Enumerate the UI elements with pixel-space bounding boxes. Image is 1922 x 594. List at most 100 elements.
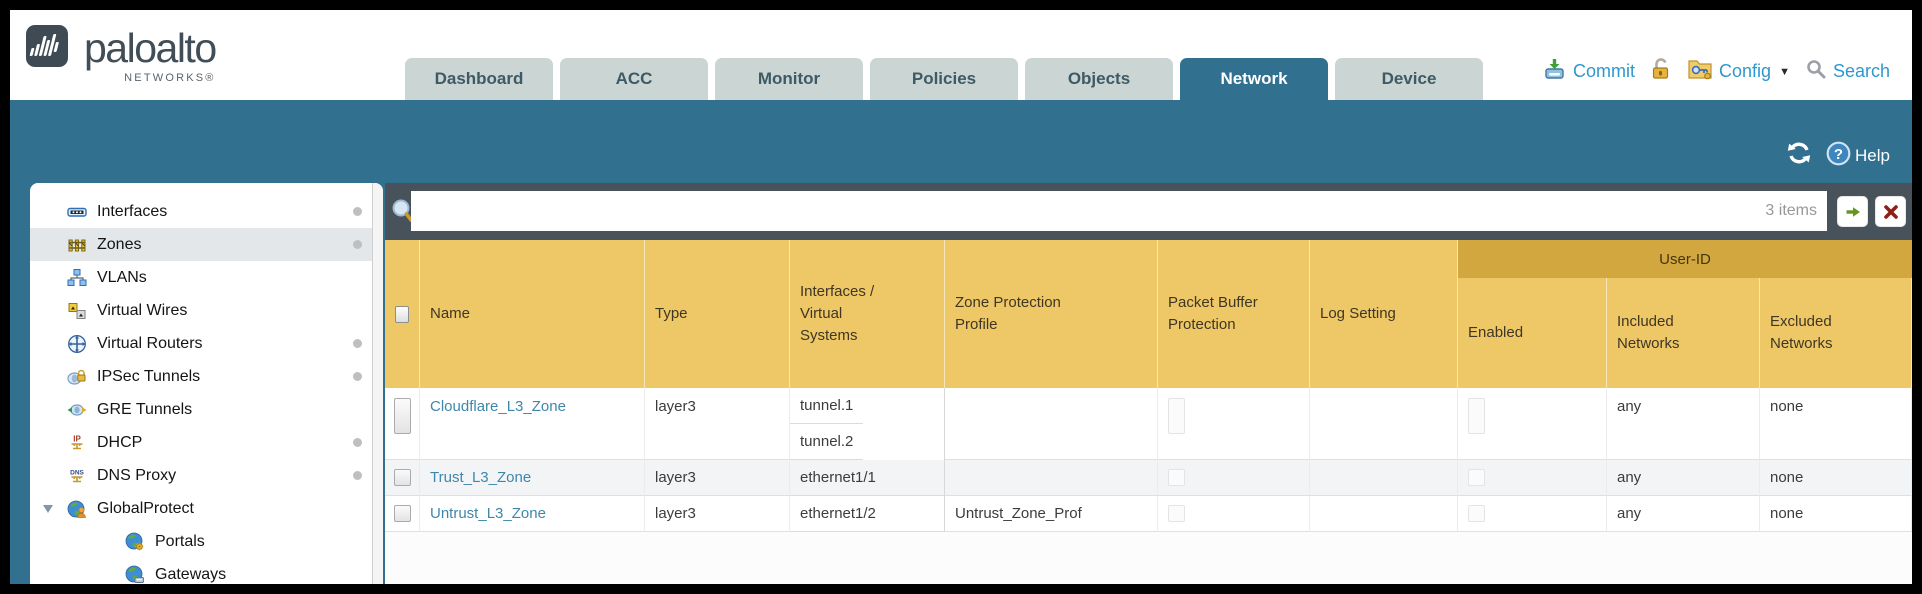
tab-monitor[interactable]: Monitor bbox=[715, 58, 863, 100]
commit-icon bbox=[1543, 57, 1567, 86]
cell-included-networks: any bbox=[1607, 460, 1760, 496]
sidebar-item-virtual-routers[interactable]: Virtual Routers bbox=[30, 327, 383, 360]
config-menu-button[interactable]: Config ▼ bbox=[1687, 57, 1790, 86]
svg-text:IP: IP bbox=[73, 434, 81, 443]
sidebar-item-vlans[interactable]: VLANs bbox=[30, 261, 383, 294]
sidebar-scrollbar[interactable] bbox=[372, 183, 383, 584]
sidebar-item-label: GRE Tunnels bbox=[97, 400, 193, 418]
status-dot bbox=[353, 240, 362, 249]
refresh-button[interactable] bbox=[1786, 140, 1812, 171]
cell-interfaces: ethernet1/1 bbox=[790, 460, 945, 496]
filter-search-icon bbox=[391, 198, 415, 229]
commit-button[interactable]: Commit bbox=[1543, 57, 1635, 86]
sidebar-item-virtual-wires[interactable]: Virtual Wires bbox=[30, 294, 383, 327]
sidebar-item-dhcp[interactable]: IP DHCP bbox=[30, 426, 383, 459]
zone-name-link[interactable]: Cloudflare_L3_Zone bbox=[430, 397, 566, 415]
table-row: Cloudflare_L3_Zone layer3 tunnel.1 tunne… bbox=[385, 388, 1912, 460]
tab-acc[interactable]: ACC bbox=[560, 58, 708, 100]
col-header-enabled[interactable]: Enabled bbox=[1458, 278, 1607, 388]
tab-dashboard[interactable]: Dashboard bbox=[405, 58, 553, 100]
col-header-packet-buffer[interactable]: Packet Buffer Protection bbox=[1158, 240, 1310, 388]
sidebar-item-gateways[interactable]: Gateways bbox=[30, 558, 383, 584]
cell-zone-protection bbox=[945, 460, 1158, 496]
sidebar-item-label: VLANs bbox=[97, 268, 147, 286]
sidebar-item-interfaces[interactable]: Interfaces bbox=[30, 195, 383, 228]
col-header-excluded-networks[interactable]: Excluded Networks bbox=[1760, 278, 1912, 388]
row-select-cell bbox=[385, 460, 420, 496]
col-header-included-networks[interactable]: Included Networks bbox=[1607, 278, 1760, 388]
row-checkbox[interactable] bbox=[393, 398, 411, 434]
ipsec-tunnels-icon bbox=[66, 367, 88, 387]
cell-type: layer3 bbox=[645, 388, 790, 460]
col-header-zone-protection[interactable]: Zone Protection Profile bbox=[945, 240, 1158, 388]
row-checkbox[interactable] bbox=[393, 505, 411, 522]
cell-excluded-networks: none bbox=[1760, 460, 1912, 496]
main-nav-tabs: Dashboard ACC Monitor Policies Objects N… bbox=[405, 58, 1483, 100]
status-dot bbox=[353, 339, 362, 348]
cell-included-networks: any bbox=[1607, 388, 1760, 460]
apply-filter-button[interactable] bbox=[1837, 196, 1868, 227]
svg-text:DNS: DNS bbox=[70, 469, 84, 476]
gre-tunnels-icon bbox=[66, 400, 88, 420]
zones-table-header: Name Type Interfaces / Virtual Systems Z… bbox=[385, 240, 1912, 388]
global-search-button[interactable]: Search bbox=[1805, 58, 1890, 85]
cell-name: Untrust_L3_Zone bbox=[420, 496, 645, 532]
enabled-checkbox bbox=[1468, 398, 1485, 434]
sidebar-item-label: DHCP bbox=[97, 433, 143, 451]
interfaces-icon bbox=[66, 202, 88, 222]
lock-icon bbox=[1650, 57, 1672, 86]
lock-button[interactable] bbox=[1650, 57, 1672, 86]
config-icon bbox=[1687, 57, 1713, 86]
tab-device[interactable]: Device bbox=[1335, 58, 1483, 100]
col-header-log-setting[interactable]: Log Setting bbox=[1310, 240, 1458, 388]
sidebar-item-ipsec-tunnels[interactable]: IPSec Tunnels bbox=[30, 360, 383, 393]
chevron-down-icon: ▼ bbox=[1779, 65, 1790, 78]
row-checkbox[interactable] bbox=[393, 469, 411, 486]
dns-proxy-icon: DNS bbox=[66, 466, 88, 486]
row-select-cell bbox=[385, 388, 420, 460]
clear-filter-button[interactable] bbox=[1875, 196, 1906, 227]
select-all-header-cell bbox=[385, 240, 420, 388]
col-header-name[interactable]: Name bbox=[420, 240, 645, 388]
cell-packet-buffer bbox=[1158, 460, 1310, 496]
dhcp-icon: IP bbox=[66, 433, 88, 453]
cell-type: layer3 bbox=[645, 496, 790, 532]
zone-name-link[interactable]: Trust_L3_Zone bbox=[430, 469, 532, 486]
cell-name: Trust_L3_Zone bbox=[420, 460, 645, 496]
commit-label: Commit bbox=[1573, 61, 1636, 81]
packet-buffer-checkbox bbox=[1168, 505, 1185, 522]
interface-entry: tunnel.1 bbox=[790, 388, 864, 424]
banner-tools: ? Help bbox=[1786, 140, 1890, 171]
packet-buffer-checkbox bbox=[1168, 469, 1185, 486]
app-root: paloalto NETWORKS® Dashboard ACC Monitor… bbox=[10, 10, 1912, 584]
table-row: Trust_L3_Zone layer3 ethernet1/1 any non… bbox=[385, 460, 1912, 496]
cell-enabled bbox=[1458, 388, 1607, 460]
brand-subtitle: NETWORKS® bbox=[124, 72, 216, 84]
tab-objects[interactable]: Objects bbox=[1025, 58, 1173, 100]
cell-zone-protection bbox=[945, 388, 1158, 460]
expand-triangle-icon[interactable] bbox=[42, 504, 66, 514]
sidebar-item-globalprotect[interactable]: GlobalProtect bbox=[30, 492, 383, 525]
paloalto-logo-icon bbox=[26, 22, 74, 75]
col-header-interfaces[interactable]: Interfaces / Virtual Systems bbox=[790, 240, 945, 388]
col-header-type[interactable]: Type bbox=[645, 240, 790, 388]
virtual-wires-icon bbox=[66, 301, 88, 321]
interface-entry: tunnel.2 bbox=[790, 424, 864, 460]
sidebar-item-dns-proxy[interactable]: DNS DNS Proxy bbox=[30, 459, 383, 492]
cell-enabled bbox=[1458, 460, 1607, 496]
tab-network[interactable]: Network bbox=[1180, 58, 1328, 100]
portals-icon bbox=[124, 532, 146, 552]
select-all-checkbox[interactable] bbox=[395, 305, 409, 323]
status-dot bbox=[353, 438, 362, 447]
enabled-checkbox bbox=[1468, 469, 1485, 486]
sidebar-item-portals[interactable]: Portals bbox=[30, 525, 383, 558]
network-sidebar: Interfaces Zones VLANs bbox=[30, 183, 383, 584]
filter-input[interactable] bbox=[411, 191, 1827, 231]
zone-name-link[interactable]: Untrust_L3_Zone bbox=[430, 505, 546, 522]
cell-type: layer3 bbox=[645, 460, 790, 496]
sidebar-item-gre-tunnels[interactable]: GRE Tunnels bbox=[30, 393, 383, 426]
tab-policies[interactable]: Policies bbox=[870, 58, 1018, 100]
sidebar-item-label: Interfaces bbox=[97, 202, 168, 220]
sidebar-item-zones[interactable]: Zones bbox=[30, 228, 383, 261]
help-button[interactable]: ? Help bbox=[1826, 141, 1890, 171]
